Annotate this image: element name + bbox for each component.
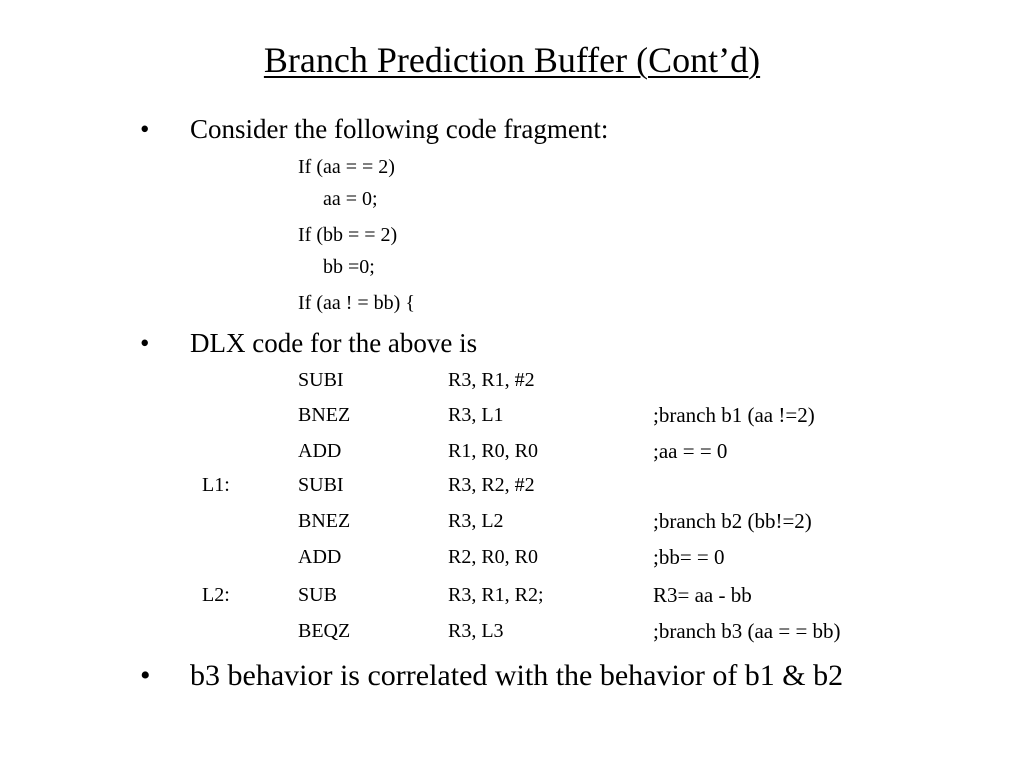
dlx-comment-5: ;branch b2 (bb!=2)	[653, 509, 812, 533]
dlx-operands-7: R3, R1, R2;	[448, 584, 544, 606]
dlx-op-8: BEQZ	[298, 620, 351, 642]
bullet-marker-3: •	[140, 659, 151, 692]
code-line-3: If (bb = = 2)	[298, 224, 398, 246]
slide-title: Branch Prediction Buffer (Cont’d)	[263, 40, 761, 80]
dlx-comment-8: ;branch b3 (aa = = bb)	[653, 619, 841, 643]
dlx-operands-5: R3, L2	[448, 510, 504, 532]
bullet-text-1: Consider the following code fragment:	[190, 114, 609, 144]
dlx-operands-8: R3, L3	[448, 620, 504, 642]
dlx-op-7: SUB	[298, 584, 337, 606]
dlx-op-6: ADD	[298, 546, 342, 568]
bullet-marker-1: •	[140, 114, 150, 144]
dlx-label-4: L1:	[202, 474, 230, 496]
code-line-2: aa = 0;	[323, 188, 378, 210]
code-line-1: If (aa = = 2)	[298, 156, 395, 178]
code-line-5: If (aa ! = bb) {	[298, 292, 415, 314]
bullet-text-2: DLX code for the above is	[190, 328, 478, 358]
bullet-marker-2: •	[140, 328, 150, 358]
dlx-operands-4: R3, R2, #2	[448, 474, 535, 496]
code-line-4: bb =0;	[323, 256, 375, 278]
dlx-op-4: SUBI	[298, 474, 344, 496]
dlx-label-7: L2:	[202, 584, 230, 606]
dlx-comment-7: R3= aa - bb	[653, 583, 752, 607]
bullet-text-3: b3 behavior is correlated with the behav…	[190, 659, 844, 692]
dlx-comment-3: ;aa = = 0	[653, 439, 728, 463]
dlx-comment-6: ;bb= = 0	[653, 545, 725, 569]
dlx-operands-3: R1, R0, R0	[448, 440, 539, 462]
dlx-op-3: ADD	[298, 440, 342, 462]
dlx-operands-2: R3, L1	[448, 404, 504, 426]
dlx-op-1: SUBI	[298, 369, 344, 391]
dlx-operands-6: R2, R0, R0	[448, 546, 539, 568]
dlx-comment-2: ;branch b1 (aa !=2)	[653, 403, 815, 427]
dlx-op-2: BNEZ	[298, 404, 351, 426]
dlx-op-5: BNEZ	[298, 510, 351, 532]
dlx-operands-1: R3, R1, #2	[448, 369, 535, 391]
